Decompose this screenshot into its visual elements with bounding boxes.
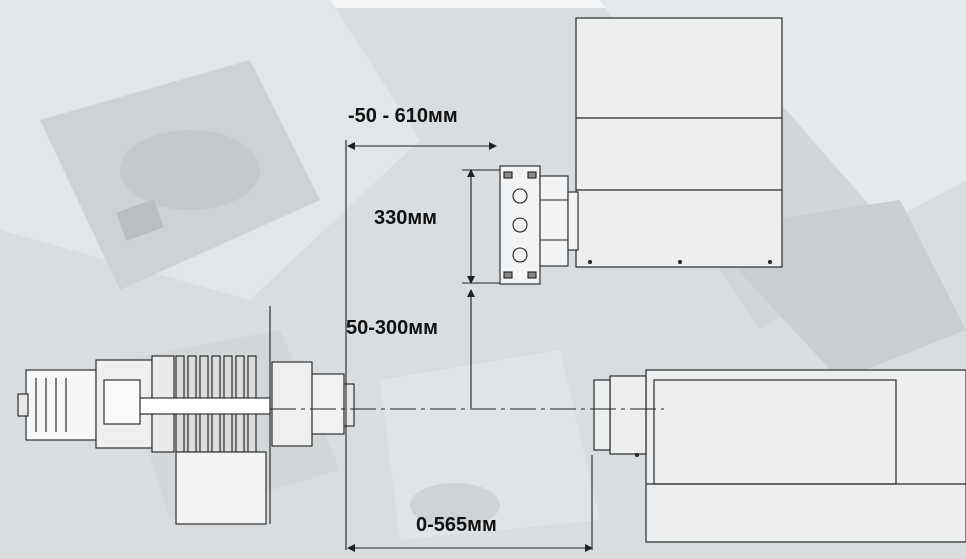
horizontal-range-label: 0-565мм [416, 514, 497, 536]
lower-machine-body [593, 369, 966, 543]
vertical-range-label: 50-300мм [346, 317, 438, 339]
top-range-label: -50 - 610мм [348, 105, 458, 127]
left-spindle-assembly [17, 306, 355, 525]
upper-tool-holder [499, 165, 579, 285]
dimension-lines [270, 140, 664, 552]
upper-machine-body [575, 17, 783, 268]
tool-height-label: 330мм [374, 207, 437, 229]
